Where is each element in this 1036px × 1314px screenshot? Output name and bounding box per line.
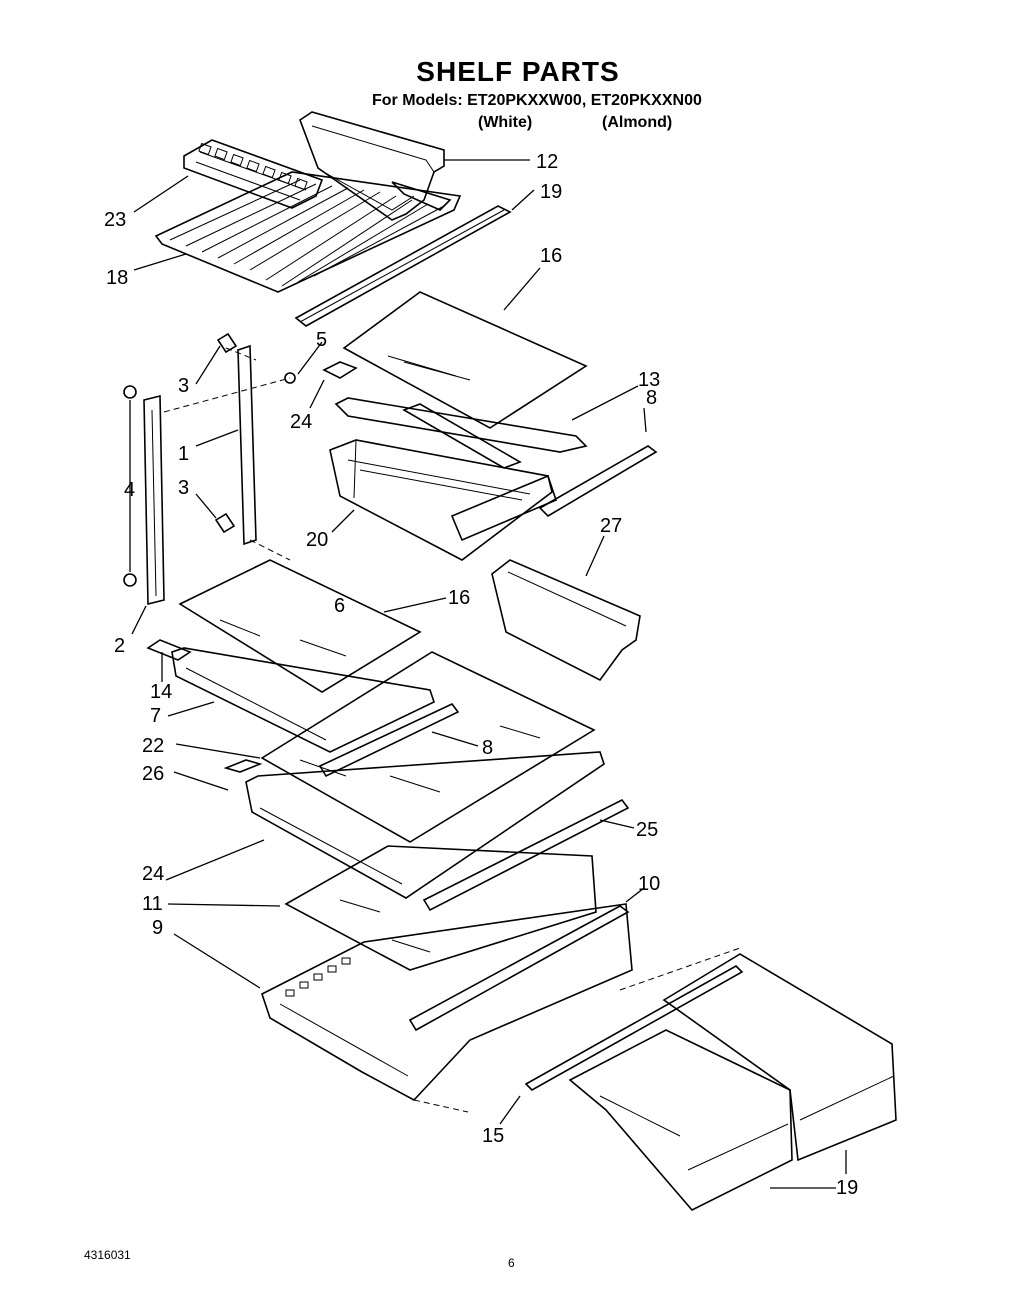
callout-22: 23: [104, 209, 126, 231]
part-7-frame: [146, 639, 435, 753]
callout-15: 15: [482, 1125, 504, 1147]
page-number: 6: [508, 1256, 515, 1270]
models-line: For Models: ET20PKXXW00, ET20PKXXN00: [372, 92, 702, 109]
callout-19: 19: [836, 1177, 858, 1199]
callout-25: 25: [636, 819, 658, 841]
callout-3-upper: 3: [178, 375, 189, 397]
callout-27: 27: [600, 515, 622, 537]
callout-5: 5: [316, 329, 327, 351]
callout-16-upper: 16: [540, 245, 562, 267]
callout-labels: 12 19 23 18 16 5 3 1 3 4 24 13 8 20 27 6…: [104, 151, 858, 1199]
callout-1: 1: [178, 443, 189, 465]
leader-lines: [129, 159, 847, 1189]
doc-number: 4316031: [84, 1248, 131, 1262]
callout-16-lower: 16: [448, 587, 470, 609]
part-22-ice-tray: [183, 139, 324, 209]
part-11-glass: [284, 845, 597, 971]
callout-18: 19: [540, 181, 562, 203]
part-27-bin: [491, 559, 641, 682]
part-16-glass-upper: [342, 291, 588, 429]
callout-3-lower: 3: [178, 477, 189, 499]
part-17-wire-shelf: [154, 171, 462, 293]
part-14-bin: [299, 111, 452, 221]
callout-11: 11: [142, 893, 163, 915]
callout-10: 10: [638, 873, 660, 895]
part-18-rail: [294, 205, 512, 327]
part-19-crispers: [568, 953, 897, 1211]
callout-7: 7: [150, 705, 161, 727]
part-20-upper-crisper: [322, 361, 588, 561]
callout-6: 6: [334, 595, 345, 617]
callout-2: 2: [114, 635, 125, 657]
callout-8-upper: 8: [646, 387, 657, 409]
part-8-rail-upper: [538, 445, 658, 518]
callout-26: 26: [142, 763, 164, 785]
callout-20: 20: [306, 529, 328, 551]
color-label-almond: (Almond): [602, 114, 673, 131]
callout-17: 18: [106, 267, 128, 289]
callout-14: 12: [536, 151, 558, 173]
part-9-bottom-frame: [261, 903, 741, 1113]
page-title: SHELF PARTS: [416, 56, 620, 87]
callout-21: 22: [142, 735, 164, 757]
part-24-frame: [223, 751, 630, 912]
callout-8-lower: 8: [482, 737, 493, 759]
part-16-glass-lower: [178, 559, 422, 693]
color-label-white: (White): [478, 114, 533, 131]
callout-12: 13: [638, 369, 660, 391]
part-15-rail: [524, 965, 744, 1091]
callout-13: 14: [150, 681, 172, 703]
part-8-rail-lower: [318, 702, 460, 778]
part-1-2-brackets: [123, 332, 296, 606]
callout-4: 4: [124, 479, 135, 501]
callout-23: 24: [290, 411, 312, 433]
callout-24: 24: [142, 863, 164, 885]
part-21-glass: [260, 651, 596, 843]
callout-9: 9: [152, 917, 163, 939]
